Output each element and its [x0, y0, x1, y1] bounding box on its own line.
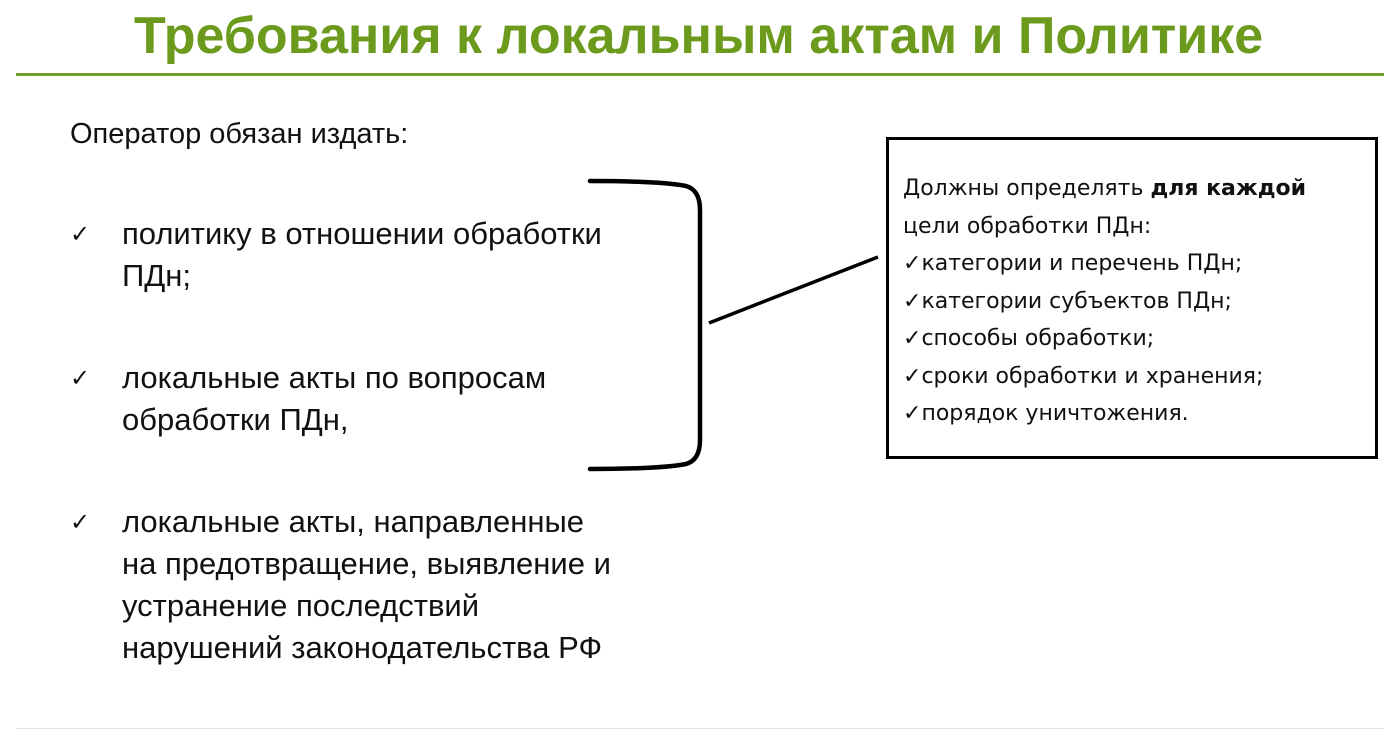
note-bullet-text: сроки обработки и хранения; [921, 363, 1264, 389]
list-item: ✓ локальные акты по вопросам обработки П… [70, 357, 710, 441]
note-lead-emphasis: для каждой [1150, 176, 1307, 201]
checkmark-icon: ✓ [70, 364, 91, 392]
curly-bracket-shape [587, 178, 703, 472]
note-bullet: ✓категории субъектов ПДн; [903, 283, 1363, 321]
note-lead-text: Должны определять [903, 176, 1151, 201]
title-underline [16, 73, 1384, 76]
note-bullet-text: порядок уничтожения. [921, 401, 1189, 426]
note-lead-line-2: цели обработки ПДн: [903, 213, 1152, 239]
note-bullet-text: категории и перечень ПДн; [921, 251, 1243, 276]
note-bullet: ✓порядок уничтожения. [903, 395, 1363, 433]
checkmark-icon: ✓ [903, 251, 922, 276]
checkmark-icon: ✓ [903, 288, 922, 314]
list-item-line: ПДн; [122, 258, 192, 293]
requirements-note-box: Должны определять для каждой цели обрабо… [886, 137, 1378, 459]
connector-line [708, 255, 879, 325]
intro-text: Оператор обязан издать: [70, 118, 409, 150]
slide-title: Требования к локальным актам и Политике [134, 7, 1264, 65]
note-bullet: ✓способы обработки; [903, 320, 1363, 358]
list-item-line: нарушений законодательства РФ [122, 630, 603, 665]
note-bullet: ✓категории и перечень ПДн; [903, 245, 1363, 283]
checkmark-icon: ✓ [903, 401, 922, 426]
list-item: ✓ политику в отношении обработки ПДн; [70, 213, 710, 297]
checkmark-icon: ✓ [903, 326, 922, 351]
note-bullet-text: категории субъектов ПДн; [921, 288, 1232, 314]
list-item-line: локальные акты, направленные [122, 504, 584, 539]
list-item: ✓ локальные акты, направленные на предот… [70, 501, 710, 669]
checkmark-icon: ✓ [70, 508, 91, 536]
bottom-divider [16, 728, 1384, 729]
list-item-line: политику в отношении обработки [122, 216, 602, 251]
list-item-line: на предотвращение, выявление и [122, 546, 611, 581]
checkmark-icon: ✓ [70, 220, 91, 248]
note-lead-line: Должны определять для каждой [903, 170, 1363, 208]
list-item-line: устранение последствий [122, 588, 480, 623]
checkmark-icon: ✓ [903, 363, 922, 389]
list-item-line: локальные акты по вопросам [122, 360, 547, 395]
note-bullet-text: способы обработки; [921, 326, 1155, 351]
note-bullet: ✓сроки обработки и хранения; [903, 358, 1363, 396]
list-item-line: обработки ПДн, [122, 402, 349, 437]
